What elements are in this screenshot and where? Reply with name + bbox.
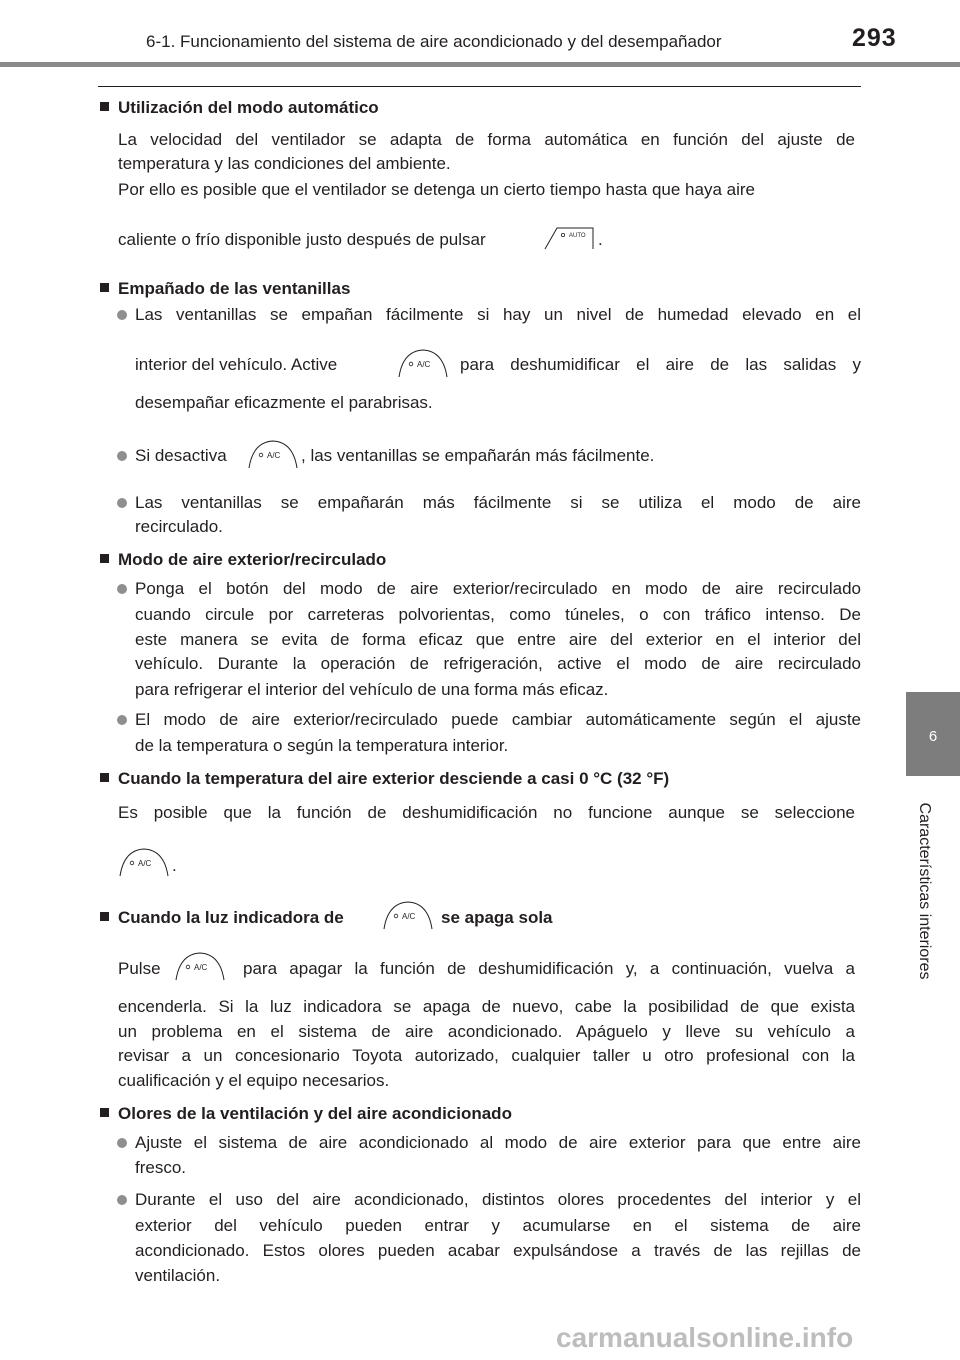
- square-bullet-icon: [100, 773, 109, 782]
- section-heading-outside-recirculated-air: Modo de aire exterior/recirculado: [118, 550, 387, 569]
- paragraph-line: Las ventanillas se empañan fácilmente si…: [135, 305, 861, 324]
- paragraph-line: Pulse: [118, 959, 161, 978]
- ac-button-label: A/C: [402, 912, 416, 921]
- page-number: 293: [852, 24, 897, 52]
- square-bullet-icon: [100, 102, 109, 111]
- paragraph-line: un problema en el sistema de aire acondi…: [118, 1022, 855, 1041]
- paragraph-line: para deshumidificar el aire de las salid…: [460, 355, 861, 374]
- paragraph-line: .: [172, 856, 177, 875]
- square-bullet-icon: [100, 554, 109, 563]
- round-bullet-icon: [117, 715, 127, 725]
- header-title: 6-1. Funcionamiento del sistema de aire …: [146, 32, 722, 51]
- paragraph-line: Ponga el botón del modo de aire exterior…: [135, 579, 861, 598]
- chapter-number: 6: [928, 728, 938, 745]
- paragraph-line: Ajuste el sistema de aire acondicionado …: [135, 1133, 861, 1152]
- paragraph-line: La velocidad del ventilador se adapta de…: [118, 130, 855, 149]
- chapter-label: Características interiores: [910, 785, 938, 997]
- paragraph-line: cualificación y el equipo necesarios.: [118, 1071, 390, 1090]
- ac-button-label: A/C: [417, 360, 431, 369]
- ac-button-icon: A/C: [248, 440, 298, 469]
- round-bullet-icon: [117, 310, 127, 320]
- paragraph-line: Si desactiva: [135, 446, 227, 465]
- ac-button-icon: A/C: [398, 349, 448, 378]
- watermark: carmanualsonline.info: [556, 1322, 854, 1353]
- section-heading-indicator-off: Cuando la luz indicadora de: [118, 908, 344, 927]
- paragraph-line: vehículo. Durante la operación de refrig…: [135, 654, 861, 673]
- paragraph-line: para apagar la función de deshumidificac…: [243, 959, 855, 978]
- paragraph-line: acondicionado. Estos olores pueden acaba…: [135, 1241, 861, 1260]
- paragraph-line: .: [598, 230, 603, 249]
- paragraph-line: exterior del vehículo pueden entrar y ac…: [135, 1216, 861, 1235]
- paragraph-line: interior del vehículo. Active: [135, 355, 338, 374]
- ac-button-icon: A/C: [383, 901, 433, 930]
- paragraph-line: Las ventanillas se empañarán más fácilme…: [135, 493, 861, 512]
- content-rule: [98, 86, 861, 87]
- paragraph-line: recirculado.: [135, 517, 223, 536]
- auto-button-icon: AUTO: [544, 227, 594, 250]
- ac-button-icon: A/C: [119, 848, 169, 877]
- round-bullet-icon: [117, 584, 127, 594]
- paragraph-line: cuando circule por carreteras polvorient…: [135, 605, 861, 624]
- paragraph-line: Es posible que la función de deshumidifi…: [118, 803, 855, 822]
- round-bullet-icon: [117, 1195, 127, 1205]
- round-bullet-icon: [117, 1138, 127, 1148]
- auto-button-label: AUTO: [569, 233, 586, 239]
- section-heading-automatic-mode: Utilización del modo automático: [118, 98, 379, 117]
- ac-button-label: A/C: [267, 451, 281, 460]
- round-bullet-icon: [117, 498, 127, 508]
- header-rule: [0, 62, 960, 67]
- paragraph-line: temperatura y las condiciones del ambien…: [118, 154, 451, 173]
- section-heading-low-outside-temperature: Cuando la temperatura del aire exterior …: [118, 769, 670, 788]
- chapter-tab[interactable]: 6: [906, 692, 960, 776]
- ac-button-icon: A/C: [175, 952, 225, 981]
- chapter-label-text: Características interiores: [916, 802, 933, 980]
- paragraph-line: encenderla. Si la luz indicadora se apag…: [118, 997, 855, 1016]
- section-heading-ventilation-odors: Olores de la ventilación y del aire acon…: [118, 1104, 512, 1123]
- paragraph-line: ventilación.: [135, 1266, 221, 1285]
- paragraph-line: de la temperatura o según la temperatura…: [135, 736, 509, 755]
- square-bullet-icon: [100, 1108, 109, 1117]
- ac-button-label: A/C: [138, 859, 152, 868]
- paragraph-line: fresco.: [135, 1158, 187, 1177]
- section-heading-window-fogging: Empañado de las ventanillas: [118, 279, 351, 298]
- paragraph-line: desempañar eficazmente el parabrisas.: [135, 393, 433, 412]
- paragraph-line: Durante el uso del aire acondicionado, d…: [135, 1190, 861, 1209]
- paragraph-line: El modo de aire exterior/recirculado pue…: [135, 710, 861, 729]
- paragraph-line: Por ello es posible que el ventilador se…: [118, 180, 755, 199]
- paragraph-line: , las ventanillas se empañarán más fácil…: [301, 446, 655, 465]
- paragraph-line: para refrigerar el interior del vehículo…: [135, 680, 609, 699]
- ac-button-label: A/C: [194, 963, 208, 972]
- round-bullet-icon: [117, 451, 127, 461]
- square-bullet-icon: [100, 912, 109, 921]
- paragraph-line: revisar a un concesionario Toyota autori…: [118, 1046, 855, 1065]
- paragraph-line: caliente o frío disponible justo después…: [118, 230, 486, 249]
- paragraph-line: este manera se evita de forma eficaz que…: [135, 630, 861, 649]
- square-bullet-icon: [100, 283, 109, 292]
- section-heading-indicator-off-end: se apaga sola: [441, 908, 553, 927]
